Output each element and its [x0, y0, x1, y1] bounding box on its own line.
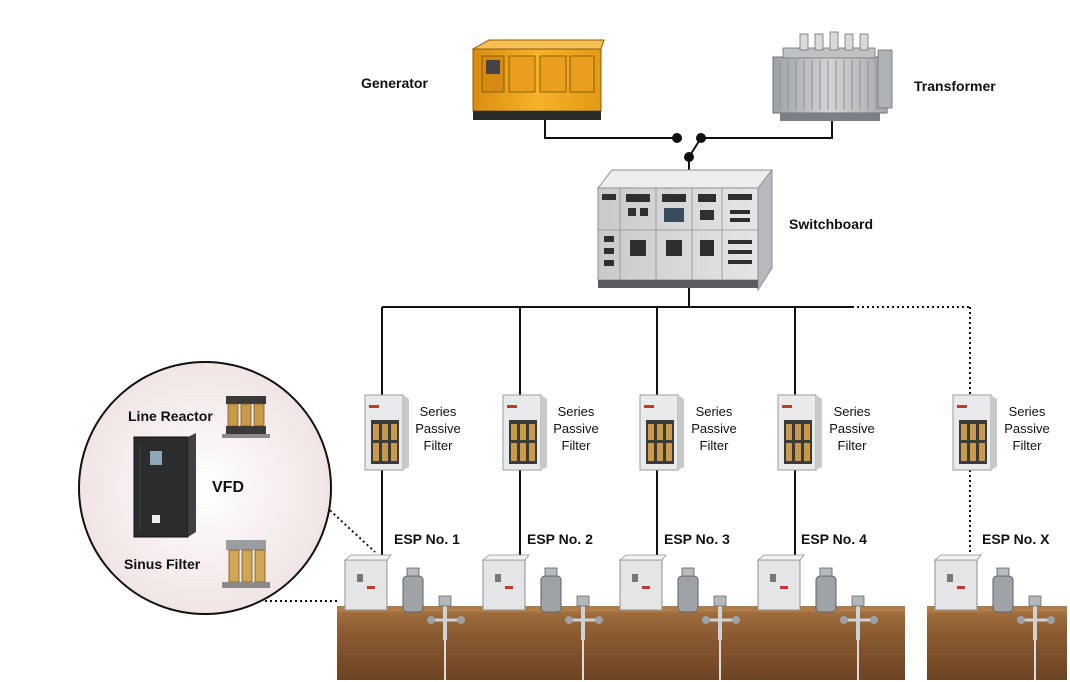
esp-label-x: ESP No. X [982, 531, 1050, 547]
esp-label-1: ESP No. 1 [394, 531, 460, 547]
vfd-inset [78, 361, 376, 615]
filter-label-line: Series [695, 404, 733, 419]
series-passive-filter-icon [639, 394, 684, 471]
filter-label-line: Filter [1012, 438, 1042, 453]
esp-wellsite-icon [933, 554, 1055, 680]
filter-label-line: Series [419, 404, 457, 419]
filter-label-line: Series [557, 404, 595, 419]
sinus-filter-label: Sinus Filter [124, 556, 201, 572]
switch-contact-bottom [684, 152, 694, 162]
vfd-label: VFD [212, 479, 244, 496]
vfd-drive-icon [133, 433, 196, 538]
filter-label-line: Series [833, 404, 871, 419]
generator-label: Generator [361, 75, 428, 91]
sinus-filter-icon [222, 540, 270, 588]
filter-label-line: Passive [553, 421, 599, 436]
line-reactor-icon [222, 396, 270, 438]
filter-label-line: Filter [837, 438, 867, 453]
filter-label-1: Series Passive Filter [408, 403, 468, 454]
filter-label-line: Filter [561, 438, 591, 453]
esp-wellsite-icon [756, 554, 878, 680]
switchboard-icon [596, 168, 773, 292]
filter-label-line: Series [1008, 404, 1046, 419]
filter-label-line: Filter [423, 438, 453, 453]
esp-wellsite-icon [618, 554, 740, 680]
generator-transformer-bus [544, 120, 833, 170]
filter-label-x: Series Passive Filter [997, 403, 1057, 454]
series-passive-filter-icon [502, 394, 547, 471]
filter-label-line: Passive [415, 421, 461, 436]
filter-label-line: Passive [1004, 421, 1050, 436]
filter-label-2: Series Passive Filter [546, 403, 606, 454]
series-passive-filter-icon [952, 394, 997, 471]
filter-label-line: Passive [829, 421, 875, 436]
distribution-bus [381, 288, 852, 558]
switchboard-label: Switchboard [789, 216, 874, 232]
esp-label-4: ESP No. 4 [801, 531, 867, 547]
filter-label-4: Series Passive Filter [822, 403, 882, 454]
transformer-label: Transformer [914, 78, 996, 94]
switch-contact-left [672, 133, 682, 143]
series-passive-filter-icon [777, 394, 822, 471]
filter-label-3: Series Passive Filter [684, 403, 744, 454]
esp-wellsite-icon [481, 554, 603, 680]
esp-label-2: ESP No. 2 [527, 531, 593, 547]
switch-contact-right [696, 133, 706, 143]
filter-label-line: Passive [691, 421, 737, 436]
line-reactor-label: Line Reactor [128, 408, 213, 424]
esp-label-3: ESP No. 3 [664, 531, 730, 547]
filter-label-line: Filter [699, 438, 729, 453]
series-passive-filter-icon [364, 394, 409, 471]
generator-icon [471, 39, 605, 120]
esp-wellsite-icon [343, 554, 465, 680]
transformer-icon [772, 31, 893, 121]
